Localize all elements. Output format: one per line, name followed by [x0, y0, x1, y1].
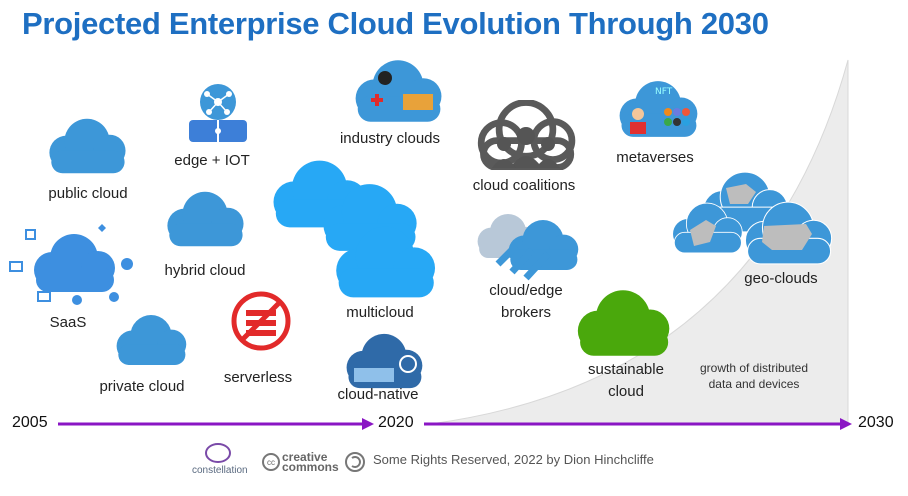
- cloud-coalitions-label: cloud coalitions: [472, 177, 576, 194]
- edge-iot-label: edge + IOT: [174, 152, 250, 169]
- saas-icon: [9, 224, 133, 305]
- public-cloud-icon: [40, 112, 134, 180]
- sustainable-cloud-icon: [566, 288, 680, 358]
- private-cloud-icon: [108, 308, 194, 372]
- multicloud-icon: [273, 160, 436, 298]
- cloud-native-icon: [332, 332, 436, 390]
- nft-label: NFT: [655, 87, 673, 97]
- metaverses-icon: NFT: [610, 76, 706, 142]
- constellation-logo: constellation: [192, 442, 248, 476]
- page-title: Projected Enterprise Cloud Evolution Thr…: [22, 6, 769, 41]
- year-2005: 2005: [12, 414, 48, 431]
- rights-text: Some Rights Reserved, 2022 by Dion Hinch…: [373, 452, 654, 467]
- cloud-edge-brokers-label-1: cloud/edge: [489, 282, 563, 299]
- sustainable-cloud-label-1: sustainable: [588, 361, 664, 378]
- saas-label: SaaS: [49, 314, 87, 331]
- metaverses-label: metaverses: [616, 149, 694, 166]
- edge-iot-icon: [189, 84, 247, 142]
- timeline-arrows: [58, 418, 852, 430]
- geo-clouds-icon: [672, 171, 833, 265]
- industry-clouds-icon: [345, 58, 451, 124]
- year-2020: 2020: [378, 414, 414, 431]
- cloud-edge-brokers-icon: [477, 213, 579, 281]
- cloud-edge-brokers-label-2: brokers: [500, 304, 552, 321]
- private-cloud-label: private cloud: [99, 378, 185, 395]
- hybrid-cloud-label: hybrid cloud: [164, 262, 246, 279]
- serverless-label: serverless: [223, 369, 293, 386]
- cloud-coalitions-icon: [470, 100, 582, 172]
- cc-text-2: commons: [282, 460, 339, 474]
- industry-clouds-label: industry clouds: [339, 130, 441, 147]
- copyleft-icon: [345, 452, 365, 472]
- constellation-logo-text: constellation: [192, 465, 248, 476]
- serverless-icon: [231, 291, 291, 351]
- constellation-logo-icon: [205, 443, 231, 463]
- growth-label-2: data and devices: [708, 377, 800, 391]
- public-cloud-label: public cloud: [48, 185, 128, 202]
- geo-clouds-label: geo-clouds: [744, 270, 818, 287]
- multicloud-label: multicloud: [346, 304, 414, 321]
- cc-icon: cc: [262, 453, 280, 471]
- creative-commons-logo: cc creative commons: [262, 450, 339, 474]
- cloud-native-label: cloud-native: [337, 386, 419, 403]
- sustainable-cloud-label-2: cloud: [608, 383, 644, 400]
- growth-label-1: growth of distributed: [699, 361, 809, 375]
- cc-text-1: creative: [282, 450, 328, 464]
- year-2030: 2030: [858, 414, 894, 431]
- hybrid-cloud-icon: [158, 186, 252, 252]
